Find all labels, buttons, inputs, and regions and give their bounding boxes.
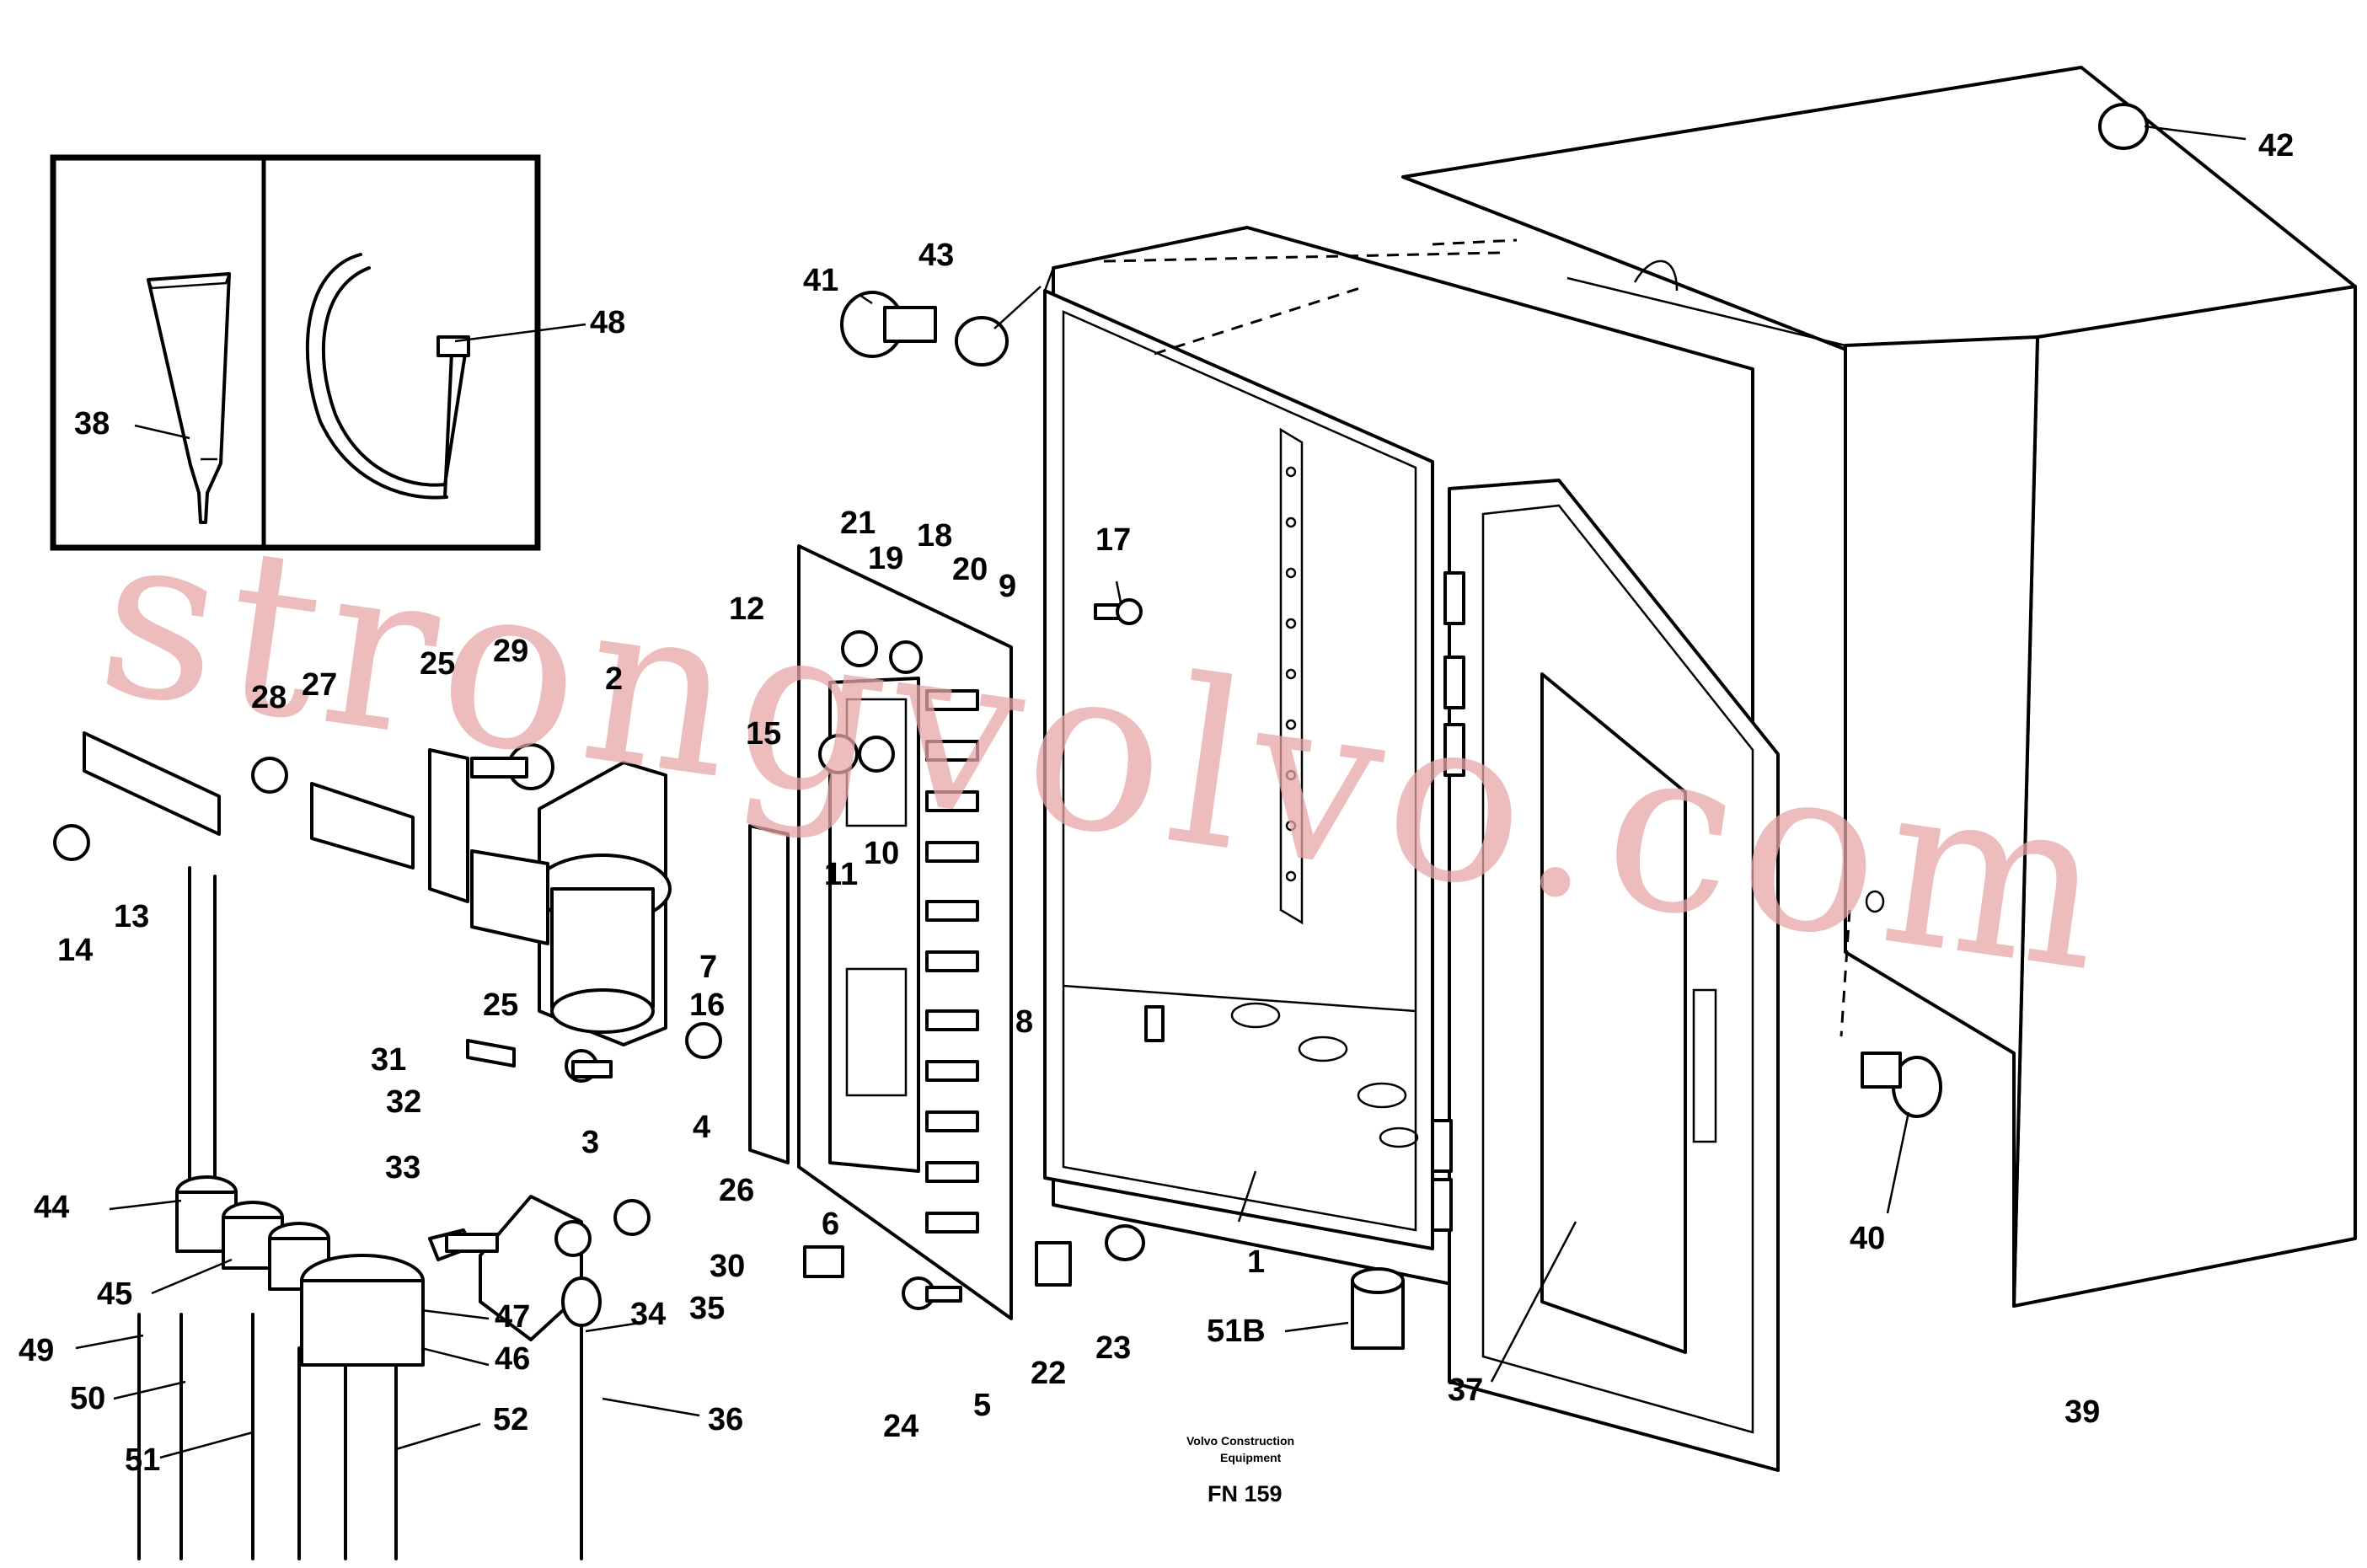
callout-52: 52 [493, 1402, 528, 1437]
callout-25-lower: 25 [483, 987, 518, 1023]
callout-23: 23 [1095, 1330, 1131, 1366]
callout-24: 24 [883, 1409, 918, 1444]
callout-44: 44 [34, 1190, 69, 1225]
callout-41: 41 [803, 263, 838, 298]
callout-20: 20 [952, 552, 988, 587]
cable-assembly [137, 866, 425, 1560]
callout-29: 29 [493, 634, 528, 669]
callout-19: 19 [868, 541, 903, 576]
callout-43: 43 [918, 238, 954, 273]
callout-36: 36 [708, 1402, 743, 1437]
callout-48: 48 [590, 305, 625, 340]
callout-51B: 51B [1207, 1314, 1266, 1349]
link-bar [310, 782, 415, 870]
publisher-note-line1: Volvo Construction [1186, 1434, 1294, 1448]
relay [533, 761, 672, 1046]
callout-13: 13 [114, 899, 149, 934]
callout-47: 47 [495, 1299, 530, 1335]
callout-27: 27 [302, 667, 337, 703]
callout-39: 39 [2064, 1394, 2100, 1430]
callout-30: 30 [710, 1249, 745, 1284]
callout-3: 3 [581, 1125, 599, 1160]
callout-26: 26 [719, 1173, 754, 1208]
bus-bar [83, 731, 221, 836]
box-door [1431, 479, 1780, 1472]
callout-28: 28 [251, 680, 287, 715]
sealant-tube-icon [147, 272, 231, 524]
callout-21: 21 [840, 506, 876, 541]
callout-33: 33 [385, 1150, 420, 1185]
mounting-bar [748, 824, 790, 1164]
callout-18: 18 [917, 518, 952, 554]
electrical-box-body [1043, 226, 1780, 1472]
callout-9: 9 [999, 569, 1016, 604]
callout-7: 7 [699, 950, 717, 985]
cable-tie-icon [305, 253, 470, 500]
callout-32: 32 [386, 1084, 421, 1120]
bracket-lower [470, 849, 549, 945]
callout-8: 8 [1015, 1004, 1033, 1040]
callout-46: 46 [495, 1341, 530, 1377]
terminal-studs [925, 689, 979, 1234]
fasteners [53, 103, 2149, 1350]
callout-42: 42 [2258, 128, 2294, 163]
callout-14: 14 [57, 933, 93, 968]
callout-6: 6 [822, 1207, 839, 1242]
callout-25-upper: 25 [420, 646, 455, 682]
callout-12: 12 [729, 591, 764, 627]
inset-box [50, 154, 541, 551]
bracket-upper [428, 748, 469, 903]
callout-5: 5 [973, 1388, 991, 1423]
callout-17: 17 [1095, 522, 1131, 558]
callout-40: 40 [1850, 1221, 1885, 1256]
leader-lines [75, 125, 2247, 1459]
mounting-rail [1279, 427, 1304, 925]
callout-50: 50 [70, 1381, 105, 1416]
callout-10: 10 [864, 836, 899, 871]
callout-34: 34 [630, 1297, 666, 1332]
callout-31: 31 [371, 1042, 406, 1078]
callout-38: 38 [74, 406, 110, 442]
callout-35: 35 [689, 1291, 725, 1326]
callout-37: 37 [1448, 1373, 1483, 1408]
callout-45: 45 [97, 1276, 132, 1312]
callout-2: 2 [605, 661, 623, 697]
callout-51: 51 [125, 1442, 160, 1478]
callout-labels: 42 41 43 48 38 21 19 18 20 9 17 12 29 2 … [19, 128, 2294, 1478]
callout-4: 4 [693, 1110, 710, 1145]
callout-15: 15 [746, 716, 781, 752]
callout-11: 11 [824, 857, 858, 892]
publisher-note-line2: Equipment [1220, 1451, 1282, 1464]
callout-22: 22 [1031, 1356, 1066, 1391]
callout-1: 1 [1247, 1244, 1265, 1280]
figure-code: FN 159 [1208, 1481, 1283, 1506]
callout-16: 16 [689, 987, 725, 1023]
callout-49: 49 [19, 1333, 54, 1368]
